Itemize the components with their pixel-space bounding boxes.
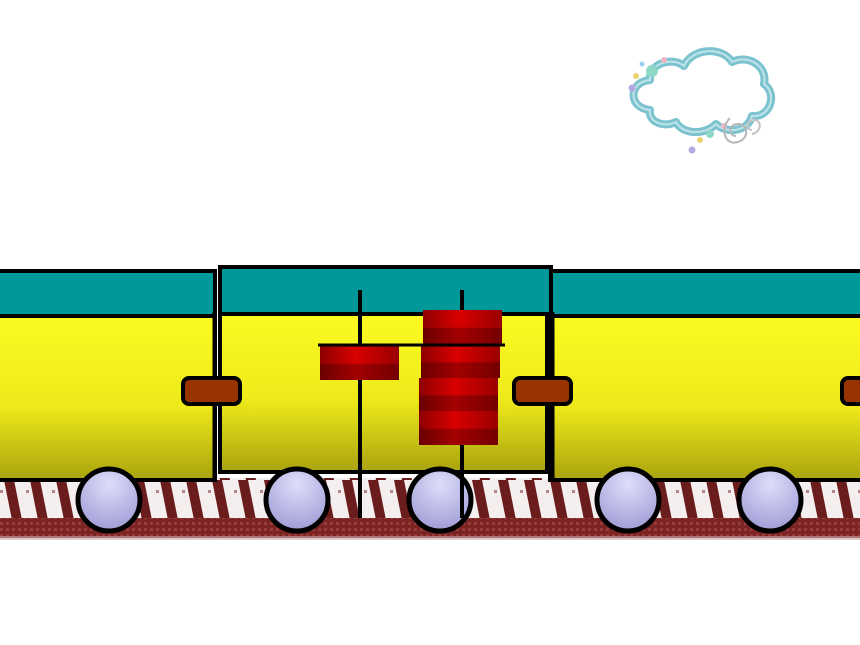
- right-car-roof: [548, 269, 860, 318]
- left-car: [0, 269, 217, 482]
- left-car-body: [0, 314, 217, 482]
- wheel: [263, 466, 331, 534]
- coupler-right: [512, 376, 573, 406]
- middle-car-roof: [218, 265, 553, 316]
- wheel: [594, 466, 662, 534]
- left-car-roof: [0, 269, 217, 318]
- abacus-icon: [318, 290, 505, 518]
- coupler-left: [181, 376, 242, 406]
- abacus-beads-rod-2: [419, 310, 502, 445]
- coupler-far-right: [840, 376, 860, 406]
- right-car: [548, 269, 860, 482]
- cloud-icon: [628, 47, 776, 154]
- wheel: [406, 466, 474, 534]
- wheels: [75, 466, 804, 534]
- wheel: [736, 466, 804, 534]
- wheel: [75, 466, 143, 534]
- right-car-body: [548, 314, 860, 482]
